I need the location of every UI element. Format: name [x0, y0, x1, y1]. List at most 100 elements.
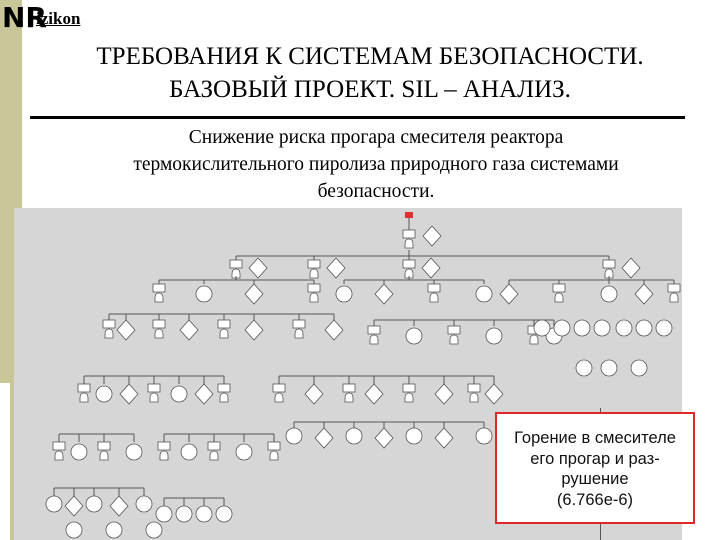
tree-event-box: [552, 283, 566, 293]
tree-gate: [344, 392, 354, 403]
rizikon-logo: NR izikon: [2, 3, 112, 35]
tree-gate: [369, 334, 379, 345]
tree-event-box: [467, 383, 481, 393]
slide-subtitle-line-3: безопасности.: [317, 181, 435, 202]
tree-event-box: [272, 383, 286, 393]
tree-event-box: [77, 383, 91, 393]
tree-undeveloped-event: [422, 225, 442, 247]
tree-gate: [404, 268, 414, 279]
tree-basic-event: [145, 521, 163, 539]
tree-undeveloped-event: [248, 257, 268, 279]
tree-basic-event: [125, 443, 143, 461]
tree-event-box: [217, 383, 231, 393]
tree-basic-event: [180, 443, 198, 461]
slide-subtitle-line-1: Снижение риска прогара смесителя реактор…: [188, 127, 564, 148]
tree-gate: [449, 334, 459, 345]
fault-tree-canvas: [45, 212, 681, 539]
tree-event-box: [97, 441, 111, 451]
top-event-callout-text: Горение в смесителе его прогар и раз- ру…: [514, 429, 676, 509]
tree-basic-event: [105, 521, 123, 539]
tree-gate: [269, 450, 279, 461]
tree-undeveloped-event: [434, 427, 454, 449]
tree-undeveloped-event: [304, 383, 324, 405]
logo-mark: NR: [2, 1, 47, 34]
tree-basic-event: [175, 505, 193, 523]
tree-basic-event: [215, 505, 233, 523]
tree-basic-event: [195, 505, 213, 523]
tree-gate: [104, 328, 114, 339]
tree-gate: [669, 292, 679, 303]
tree-gate: [99, 450, 109, 461]
tree-undeveloped-event: [116, 319, 136, 341]
tree-gate: [604, 268, 614, 279]
tree-basic-event: [600, 359, 618, 377]
tree-event-box: [307, 283, 321, 293]
tree-gate: [404, 392, 414, 403]
tree-gate: [54, 450, 64, 461]
tree-gate: [469, 392, 479, 403]
tree-gate: [404, 238, 414, 249]
tree-basic-event: [405, 327, 423, 345]
tree-gate: [219, 392, 229, 403]
tree-basic-event: [345, 427, 363, 445]
tree-event-box: [342, 383, 356, 393]
tree-undeveloped-event: [179, 319, 199, 341]
tree-undeveloped-event: [634, 283, 654, 305]
tree-undeveloped-event: [621, 257, 641, 279]
slide-subtitle: Снижение риска прогара смесителя реактор…: [36, 124, 716, 205]
tree-basic-event: [485, 327, 503, 345]
tree-event-box: [667, 283, 681, 293]
tree-gate: [309, 292, 319, 303]
tree-event-box: [157, 441, 171, 451]
tree-basic-event: [170, 385, 188, 403]
tree-event-box: [147, 383, 161, 393]
tree-undeveloped-event: [64, 495, 84, 517]
tree-undeveloped-event: [244, 283, 264, 305]
tree-undeveloped-event: [194, 383, 214, 405]
slide-title-line-1: ТРЕБОВАНИЯ К СИСТЕМАМ БЕЗОПАСНОСТИ.: [96, 43, 644, 70]
tree-basic-event: [45, 495, 63, 513]
tree-undeveloped-event: [119, 383, 139, 405]
tree-gate: [309, 268, 319, 279]
tree-basic-event: [195, 285, 213, 303]
tree-event-box: [292, 319, 306, 329]
tree-basic-event: [655, 319, 673, 337]
tree-event-box: [402, 383, 416, 393]
tree-gate: [231, 268, 241, 279]
tree-basic-event: [70, 443, 88, 461]
tree-basic-event: [155, 505, 173, 523]
tree-event-box: [447, 325, 461, 335]
tree-undeveloped-event: [326, 257, 346, 279]
tree-event-box: [267, 441, 281, 451]
tree-top-marker: [405, 212, 413, 218]
tree-undeveloped-event: [109, 495, 129, 517]
tree-basic-event: [405, 427, 423, 445]
tree-basic-event: [615, 319, 633, 337]
tree-gate: [554, 292, 564, 303]
tree-basic-event: [135, 495, 153, 513]
tree-event-box: [402, 229, 416, 239]
tree-basic-event: [533, 319, 551, 337]
tree-event-box: [307, 259, 321, 269]
tree-event-box: [52, 441, 66, 451]
tree-event-box: [602, 259, 616, 269]
tree-basic-event: [630, 359, 648, 377]
tree-basic-event: [575, 359, 593, 377]
tree-gate: [159, 450, 169, 461]
tree-basic-event: [85, 495, 103, 513]
tree-gate: [154, 292, 164, 303]
tree-gate: [79, 392, 89, 403]
tree-event-box: [152, 319, 166, 329]
tree-gate: [149, 392, 159, 403]
tree-basic-event: [475, 285, 493, 303]
slide-title-line-2: БАЗОВЫЙ ПРОЕКТ. SIL – АНАЛИЗ.: [169, 76, 571, 103]
tree-gate: [429, 292, 439, 303]
tree-basic-event: [235, 443, 253, 461]
logo-text: izikon: [36, 9, 81, 28]
tree-undeveloped-event: [374, 427, 394, 449]
tree-undeveloped-event: [484, 383, 504, 405]
tree-gate: [529, 334, 539, 345]
tree-basic-event: [600, 285, 618, 303]
tree-undeveloped-event: [314, 427, 334, 449]
tree-gate: [294, 328, 304, 339]
